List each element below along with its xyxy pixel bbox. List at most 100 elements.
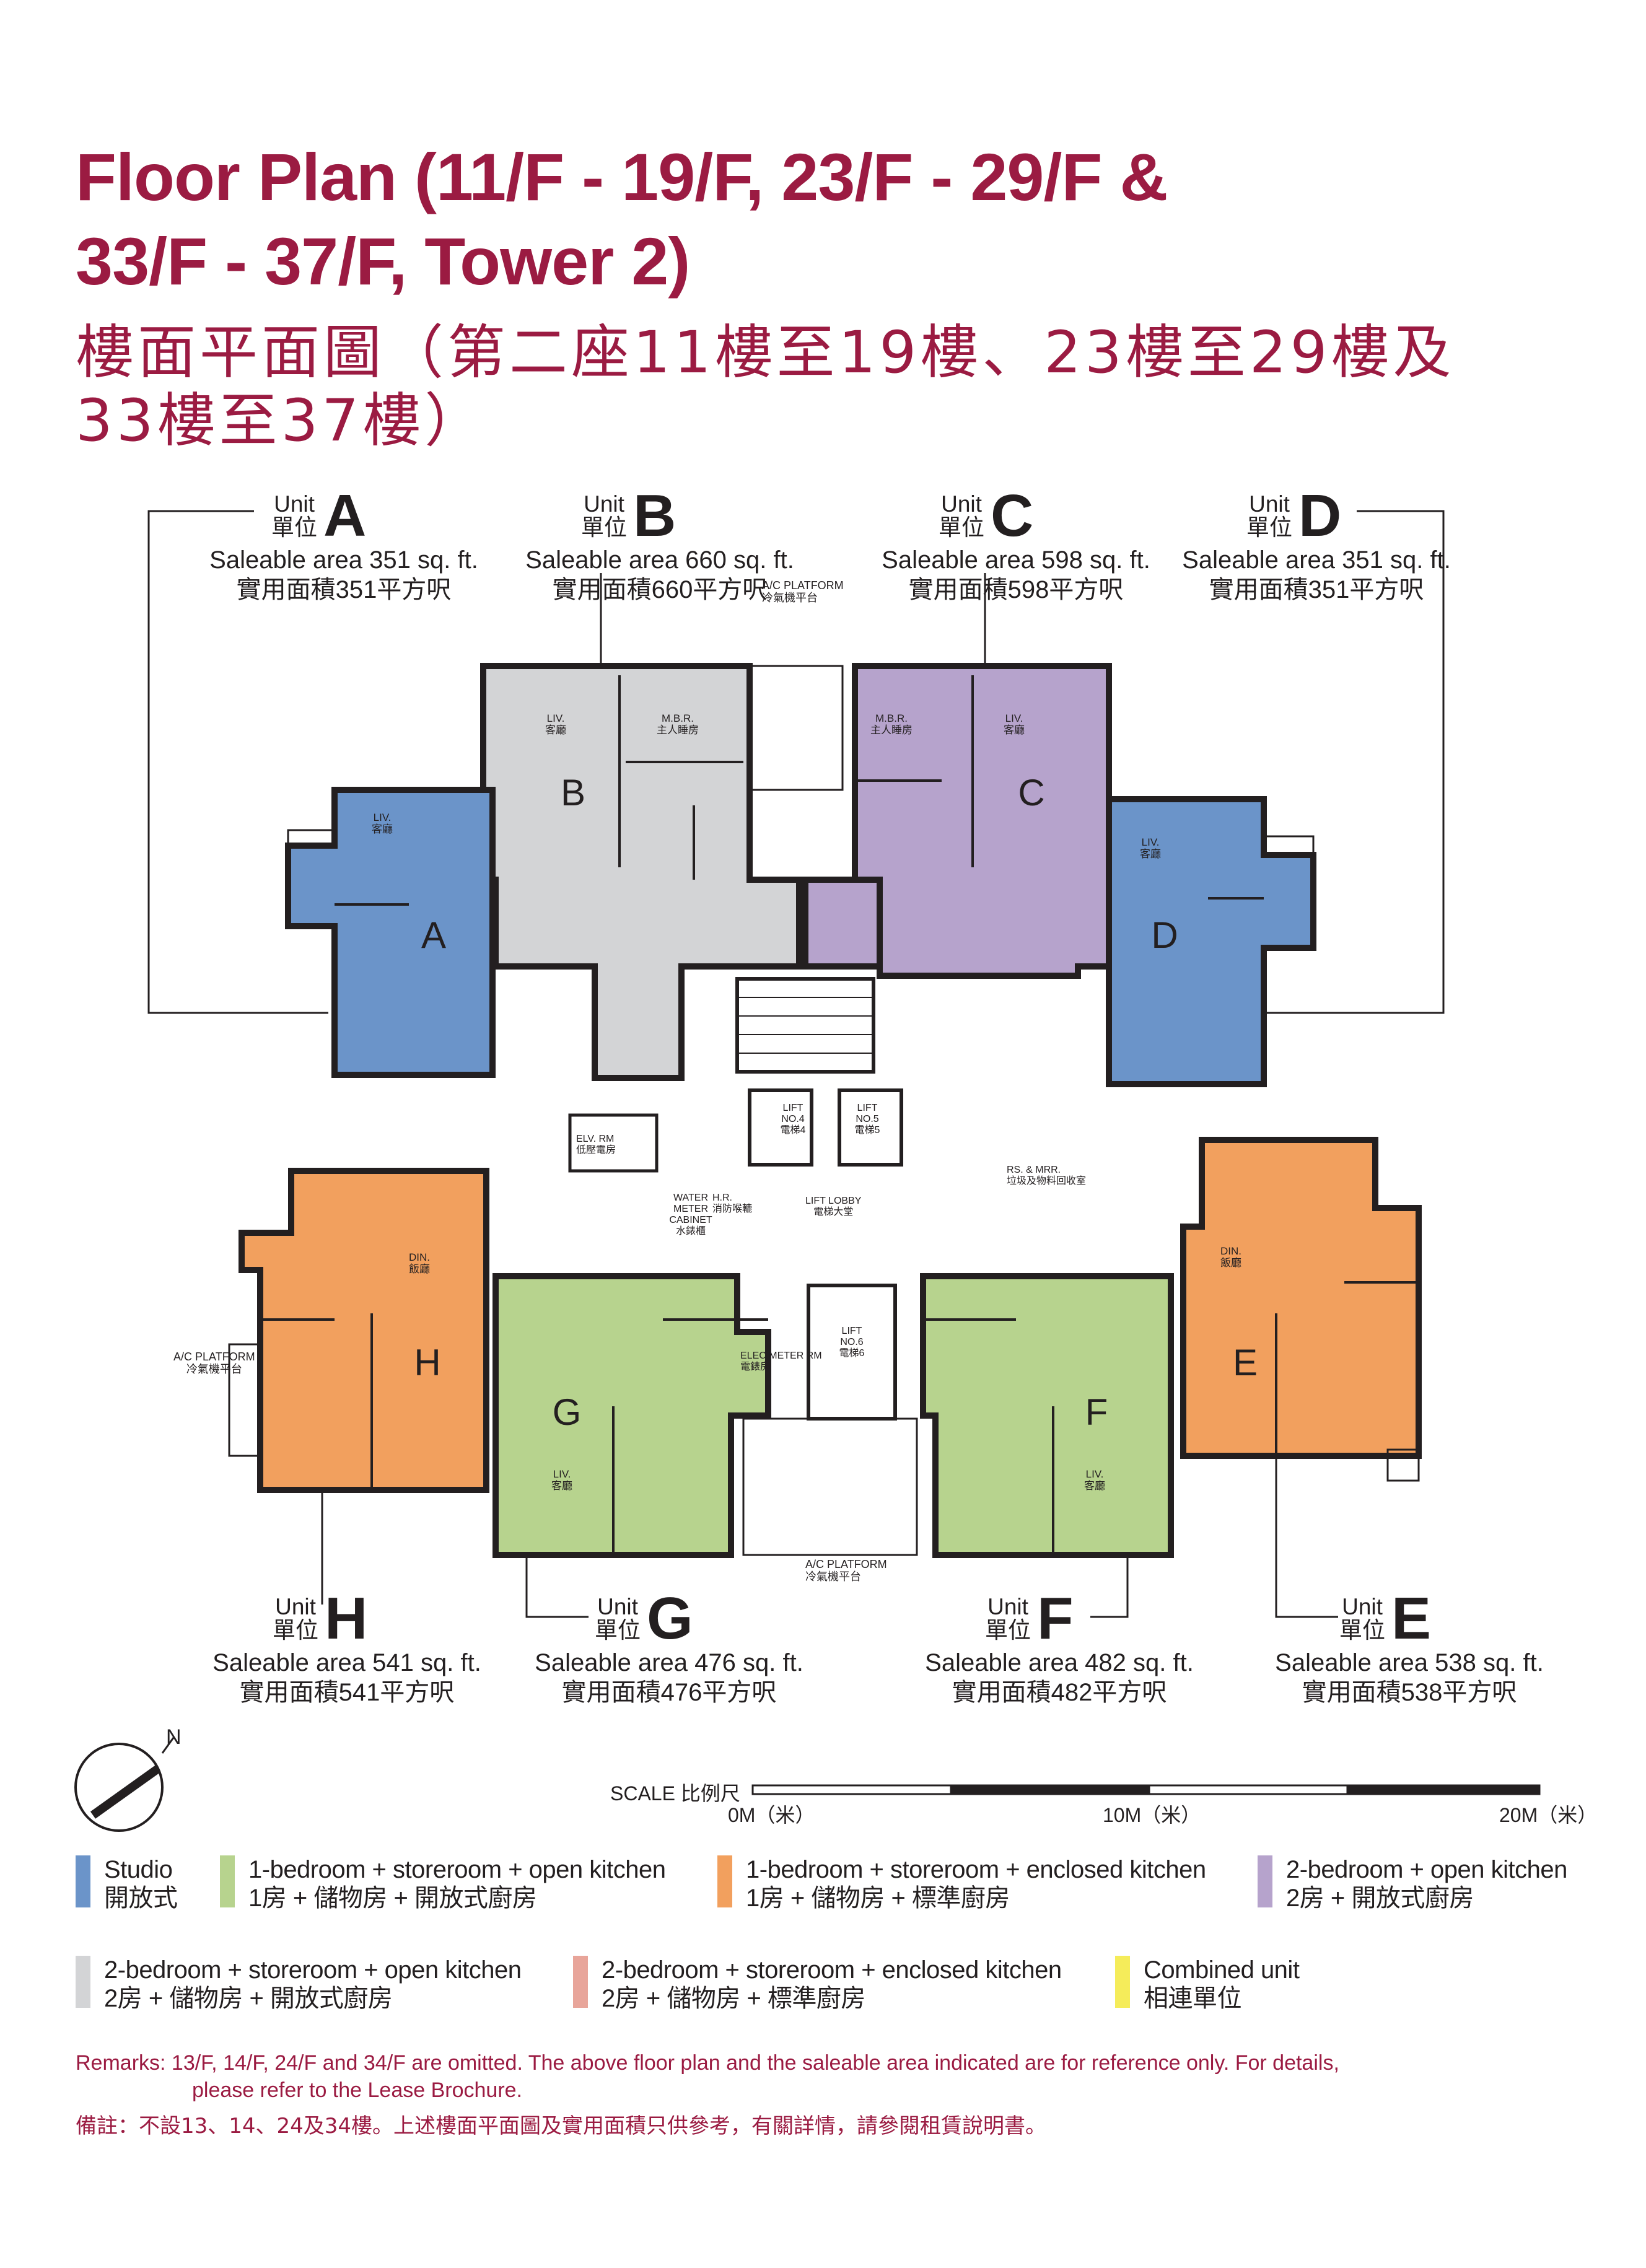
ac-platform-text-cn: 冷氣機平台 bbox=[762, 592, 818, 604]
ac-platform-text-cn: 冷氣機平台 bbox=[805, 1570, 861, 1583]
lift-4-text-cn: 電梯4 bbox=[780, 1125, 806, 1136]
unit-h-plan-letter: H bbox=[414, 1342, 440, 1383]
room-text: M.B.R. bbox=[662, 712, 694, 724]
legend-swatch bbox=[573, 1956, 588, 2008]
unit-g-area-cn: 實用面積476平方呎 bbox=[561, 1679, 777, 1706]
unit-e-area-cn: 實用面積538平方呎 bbox=[1302, 1679, 1517, 1706]
unit-h-floor bbox=[239, 1168, 489, 1493]
unit-g-area: Saleable area 476 sq. ft. 實用面積476平方呎 bbox=[480, 1648, 858, 1707]
lift-lobby-text: LIFT LOBBY bbox=[805, 1196, 862, 1206]
unit-word-cn: 單位 bbox=[1339, 1618, 1385, 1643]
unit-word-cn: 單位 bbox=[1246, 515, 1292, 540]
scale-tick-10: 10M（米） bbox=[1103, 1804, 1201, 1826]
ac-platform-bc bbox=[748, 665, 844, 791]
room-text: LIV. bbox=[373, 812, 392, 823]
lift-6-shaft bbox=[807, 1284, 897, 1421]
stair bbox=[735, 977, 875, 1074]
legend-label-en: Studio bbox=[104, 1856, 173, 1883]
core-area bbox=[568, 977, 903, 1421]
room-text-cn: 飯廳 bbox=[1220, 1257, 1241, 1269]
unit-e-floor bbox=[1180, 1137, 1422, 1459]
unit-word: Unit bbox=[987, 1594, 1028, 1619]
unit-g-plan: G bbox=[492, 1273, 771, 1558]
legend-swatch bbox=[1258, 1855, 1272, 1907]
ac-platform-text-cn: 冷氣機平台 bbox=[186, 1363, 242, 1375]
room-text: M.B.R. bbox=[875, 712, 908, 724]
room-text: LIV. bbox=[1085, 1468, 1104, 1480]
unit-b-area-en: Saleable area 660 sq. ft. bbox=[525, 546, 794, 574]
unit-b-liv-label: LIV.客廳 bbox=[545, 712, 566, 736]
unit-f-plan: F bbox=[920, 1273, 1174, 1558]
hr-text: H.R. bbox=[712, 1193, 732, 1203]
unit-letter-c: C bbox=[991, 483, 1034, 549]
unit-f-liv-label: LIV.客廳 bbox=[1084, 1468, 1105, 1492]
unit-c-floor bbox=[802, 663, 1112, 979]
unit-letter-a: A bbox=[323, 483, 367, 549]
unit-word-cn: 單位 bbox=[595, 1618, 641, 1643]
unit-c-liv-label: LIV.客廳 bbox=[1004, 712, 1025, 736]
legend-label-cn: 相連單位 bbox=[1144, 1985, 1242, 2012]
legend-label-en: Combined unit bbox=[1144, 1956, 1300, 1984]
unit-b-mbr-label: M.B.R.主人睡房 bbox=[657, 712, 699, 736]
page-title-cn-line-2: 33樓至37樓） bbox=[76, 387, 487, 455]
unit-h-plan: H bbox=[239, 1168, 489, 1493]
room-text: LIV. bbox=[1141, 836, 1160, 848]
room-text-cn: 主人睡房 bbox=[870, 724, 913, 736]
legend-label-cn: 2房 + 儲物房 + 開放式廚房 bbox=[104, 1985, 393, 2012]
unit-word: Unit bbox=[597, 1594, 638, 1619]
water-meter-text: WATER METER CABINET bbox=[669, 1193, 712, 1225]
unit-word-cn: 單位 bbox=[271, 515, 317, 540]
lift-4-label: LIFT NO.4 電梯4 bbox=[774, 1103, 812, 1136]
unit-e-area: Saleable area 538 sq. ft. 實用面積538平方呎 bbox=[1220, 1648, 1598, 1707]
unit-a-area: Saleable area 351 sq. ft. 實用面積351平方呎 bbox=[155, 545, 533, 605]
unit-f-floor bbox=[920, 1273, 1174, 1558]
lift-6-text: LIFT NO.6 bbox=[840, 1326, 864, 1347]
lift-4-shaft bbox=[748, 1088, 813, 1167]
legend-label-en: 2-bedroom + storeroom + open kitchen bbox=[104, 1956, 522, 1984]
unit-e-area-en: Saleable area 538 sq. ft. bbox=[1275, 1649, 1544, 1676]
elec-meter-label: ELEC METER RM 電錶房 bbox=[740, 1351, 822, 1373]
legend-item-1br-store-enclosed: 1-bedroom + storeroom + enclosed kitchen… bbox=[717, 1855, 1206, 1912]
unit-word: Unit bbox=[275, 1594, 316, 1619]
page-title-line-2: 33/F - 37/F, Tower 2) bbox=[76, 224, 690, 299]
unit-d-area-en: Saleable area 351 sq. ft. bbox=[1182, 546, 1451, 574]
unit-word-cn: 單位 bbox=[273, 1618, 318, 1643]
room-text-cn: 客廳 bbox=[545, 724, 566, 736]
legend-label-en: 1-bedroom + storeroom + open kitchen bbox=[248, 1856, 666, 1883]
room-text: LIV. bbox=[1005, 712, 1023, 724]
legend-swatch bbox=[76, 1956, 90, 2008]
rs-mrr-text: RS. & MRR. bbox=[1007, 1165, 1061, 1175]
room-text-cn: 主人睡房 bbox=[657, 724, 699, 736]
room-text: DIN. bbox=[409, 1251, 430, 1263]
unit-c-mbr-label: M.B.R.主人睡房 bbox=[870, 712, 913, 736]
unit-word: Unit bbox=[274, 491, 315, 517]
north-arrow bbox=[74, 1737, 175, 1832]
water-meter-text-cn: 水錶櫃 bbox=[675, 1226, 706, 1237]
unit-word: Unit bbox=[941, 491, 982, 517]
legend-label-cn: 2房 + 開放式廚房 bbox=[1286, 1885, 1474, 1912]
ac-platform-a bbox=[287, 829, 336, 847]
room-text: LIV. bbox=[553, 1468, 571, 1480]
unit-d-floor bbox=[1106, 796, 1316, 1087]
unit-a-area-cn: 實用面積351平方呎 bbox=[236, 576, 452, 603]
room-text-cn: 客廳 bbox=[1004, 724, 1025, 736]
unit-f-area-en: Saleable area 482 sq. ft. bbox=[925, 1649, 1194, 1676]
legend-label-cn: 開放式 bbox=[104, 1885, 178, 1912]
unit-a-area-en: Saleable area 351 sq. ft. bbox=[209, 546, 478, 574]
unit-f-area-cn: 實用面積482平方呎 bbox=[952, 1679, 1167, 1706]
unit-d-area-cn: 實用面積351平方呎 bbox=[1209, 576, 1424, 603]
unit-g-plan-letter: G bbox=[553, 1391, 582, 1433]
legend-label-en: 2-bedroom + storeroom + enclosed kitchen bbox=[602, 1956, 1062, 1984]
unit-word: Unit bbox=[1342, 1594, 1383, 1619]
scale-label: SCALE 比例尺 bbox=[610, 1782, 740, 1805]
lift-lobby-text-cn: 電梯大堂 bbox=[813, 1207, 854, 1217]
legend-label-cn: 1房 + 儲物房 + 開放式廚房 bbox=[248, 1885, 537, 1912]
